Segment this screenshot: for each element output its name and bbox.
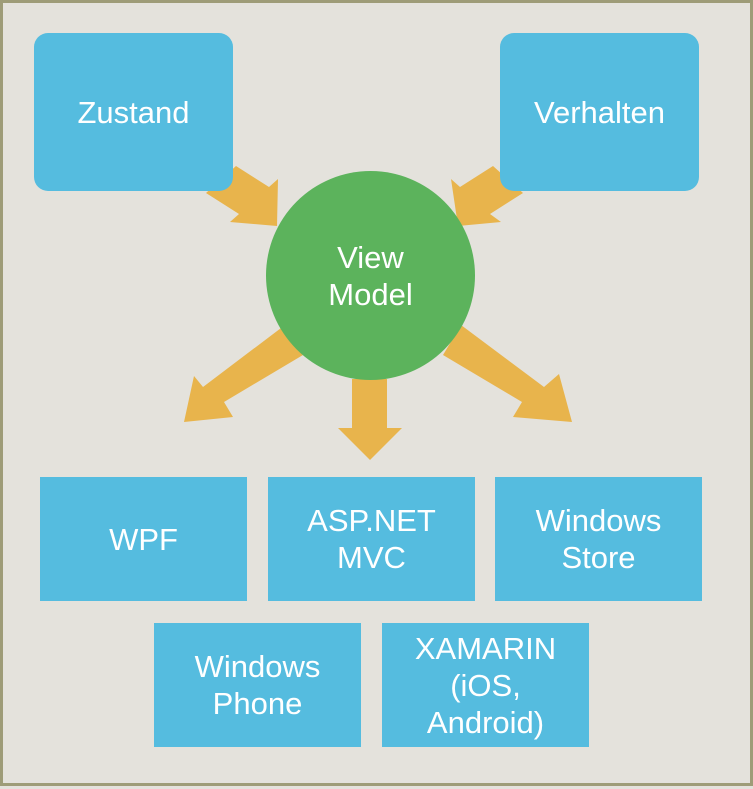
xamarin-box: XAMARIN (iOS, Android) bbox=[382, 623, 589, 747]
verhalten-box: Verhalten bbox=[500, 33, 699, 191]
aspnet-mvc-box: ASP.NET MVC bbox=[268, 477, 475, 601]
zustand-box: Zustand bbox=[34, 33, 233, 191]
view-model-circle: View Model bbox=[266, 171, 475, 380]
windows-phone-box: Windows Phone bbox=[154, 623, 361, 747]
arrow-viewmodel-to-aspnet bbox=[338, 379, 402, 460]
arrows-layer bbox=[184, 166, 572, 460]
arrow-viewmodel-to-wpf bbox=[184, 325, 303, 422]
arrow-viewmodel-to-windows-store bbox=[443, 325, 572, 422]
wpf-box: WPF bbox=[40, 477, 247, 601]
windows-store-box: Windows Store bbox=[495, 477, 702, 601]
